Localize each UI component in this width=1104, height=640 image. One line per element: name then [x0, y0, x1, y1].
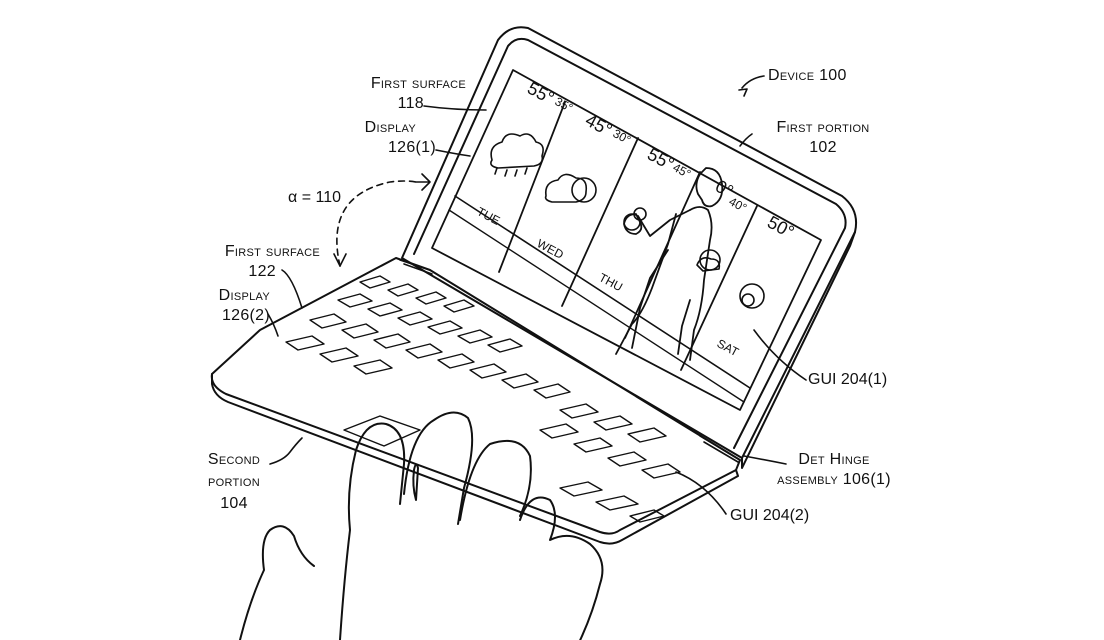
- display-126-1: [431, 69, 822, 411]
- temp-3-low: 45°: [671, 160, 694, 181]
- label-first-surface-118-line1: First surface: [370, 75, 466, 92]
- temp-5-high: 50°: [764, 212, 797, 242]
- label-hinge-line1: Det Hinge: [798, 451, 870, 468]
- first-portion-lid: [401, 26, 858, 469]
- label-hinge-line2: assembly 106(1): [777, 471, 891, 488]
- keyboard: [285, 275, 681, 523]
- hand: [239, 411, 604, 640]
- label-hinge-106-1: Det Hinge assembly 106(1): [752, 450, 916, 490]
- temp-1-low: 35°: [553, 94, 576, 115]
- label-display-126-1: Display 126(1): [320, 118, 436, 158]
- label-device-100: Device 100: [768, 67, 847, 84]
- label-display-2-line2: 126(2): [221, 307, 270, 324]
- label-display-1-line2: 126(1): [387, 139, 436, 156]
- label-second-portion-line1: Second: [207, 451, 261, 468]
- day-sat: SAT: [715, 336, 742, 359]
- leader-lines: [267, 75, 807, 515]
- temp-4-low: 40°: [727, 194, 750, 215]
- second-portion-base: [210, 257, 741, 545]
- label-second-portion-line2: portion: [207, 473, 260, 490]
- label-first-portion-102: First portion 102: [758, 118, 888, 158]
- label-second-portion-104: Second portion 104: [186, 450, 282, 514]
- label-gui-204-2: GUI 204(2): [730, 507, 810, 524]
- label-display-2-line1: Display: [218, 287, 270, 304]
- label-alpha-110: α = 110: [288, 189, 341, 206]
- label-first-portion-line1: First portion: [776, 119, 870, 136]
- label-first-surface-122: First surface 122: [170, 242, 320, 282]
- label-first-surface-122-line2: 122: [248, 263, 276, 280]
- temp-1-high: 55°: [524, 78, 557, 108]
- label-display-126-2: Display 126(2): [160, 286, 270, 326]
- label-first-portion-line2: 102: [809, 139, 837, 156]
- temp-2-high: 45°: [582, 110, 615, 140]
- temp-2-low: 30°: [611, 126, 634, 147]
- label-first-surface-122-line1: First surface: [224, 243, 320, 260]
- label-second-portion-line3: 104: [220, 495, 248, 512]
- label-display-1-line1: Display: [364, 119, 416, 136]
- label-first-surface-118-line2: 118: [397, 95, 424, 112]
- label-first-surface-118: First surface 118: [300, 74, 466, 114]
- presenter-figure: [615, 167, 724, 361]
- label-gui-204-1: GUI 204(1): [808, 371, 888, 388]
